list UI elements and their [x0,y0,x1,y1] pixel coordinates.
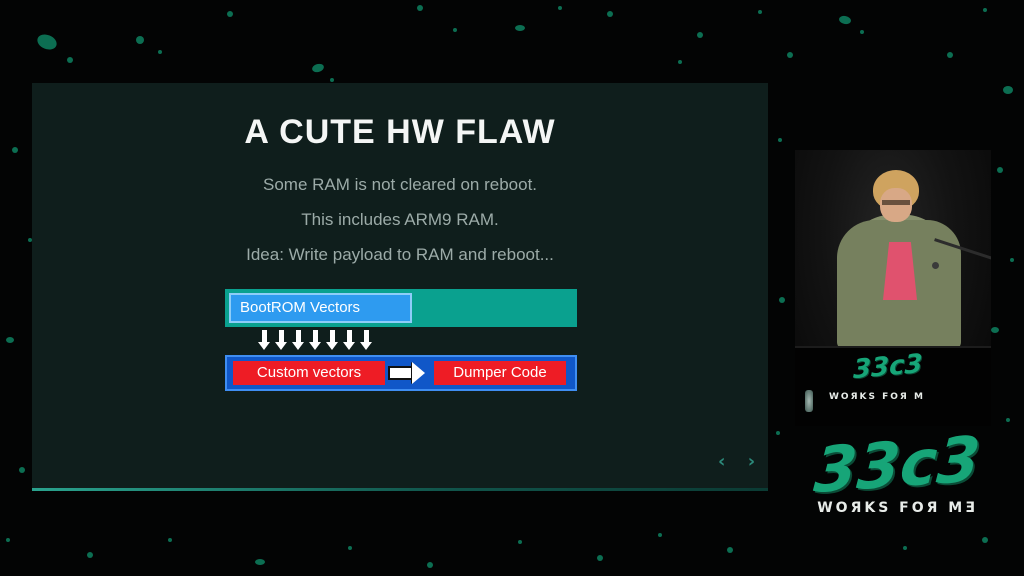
dumper-code-box: Dumper Code [434,361,566,385]
speaker-glasses [882,200,910,205]
slide-body-line: Idea: Write payload to RAM and reboot... [246,245,554,264]
slide-body-line: This includes ARM9 RAM. [301,210,499,229]
slide-progress-bar [32,488,768,491]
podium-motto-text: WOЯKS FOЯ M [829,392,925,402]
down-arrow-icon [360,330,372,350]
slide-body-line: Some RAM is not cleared on reboot. [262,175,538,194]
bootrom-vectors-box: BootROM Vectors [229,293,412,323]
microphone-icon [932,262,939,269]
down-arrow-icon [258,330,270,350]
slide-nav-controls: ‹ › [718,451,763,472]
speaker-face [880,188,912,222]
water-bottle [805,390,813,412]
event-motto-text: WOЯKS FOЯ MƎ [817,500,978,516]
custom-vectors-box: Custom vectors [233,361,385,385]
payload-bar: Custom vectors Dumper Code [225,355,577,391]
podium-33c3-logo: 33c3 [852,348,923,386]
down-arrow-icon [309,330,321,350]
event-branding: 33c3 WOЯKS FOЯ MƎ [790,422,1005,516]
speaker-video-feed: 33c3 WOЯKS FOЯ M [795,150,991,426]
down-arrow-icon [326,330,338,350]
presentation-slide: A CUTE HW FLAW Some RAM is not cleared o… [32,83,768,491]
slide-title: A CUTE HW FLAW [244,113,556,151]
prev-slide-button[interactable]: ‹ [718,451,734,472]
down-arrow-icon [343,330,355,350]
slide-body: Some RAM is not cleared on reboot. This … [32,174,768,266]
next-slide-button[interactable]: › [747,451,764,472]
copy-arrows [256,330,386,352]
right-arrow-icon [390,368,412,378]
speaker-shirt [883,242,917,300]
33c3-logo: 33c3 [812,421,983,508]
ram-bar: BootROM Vectors [225,289,577,327]
down-arrow-icon [292,330,304,350]
down-arrow-icon [275,330,287,350]
podium: 33c3 WOЯKS FOЯ M [795,346,991,426]
